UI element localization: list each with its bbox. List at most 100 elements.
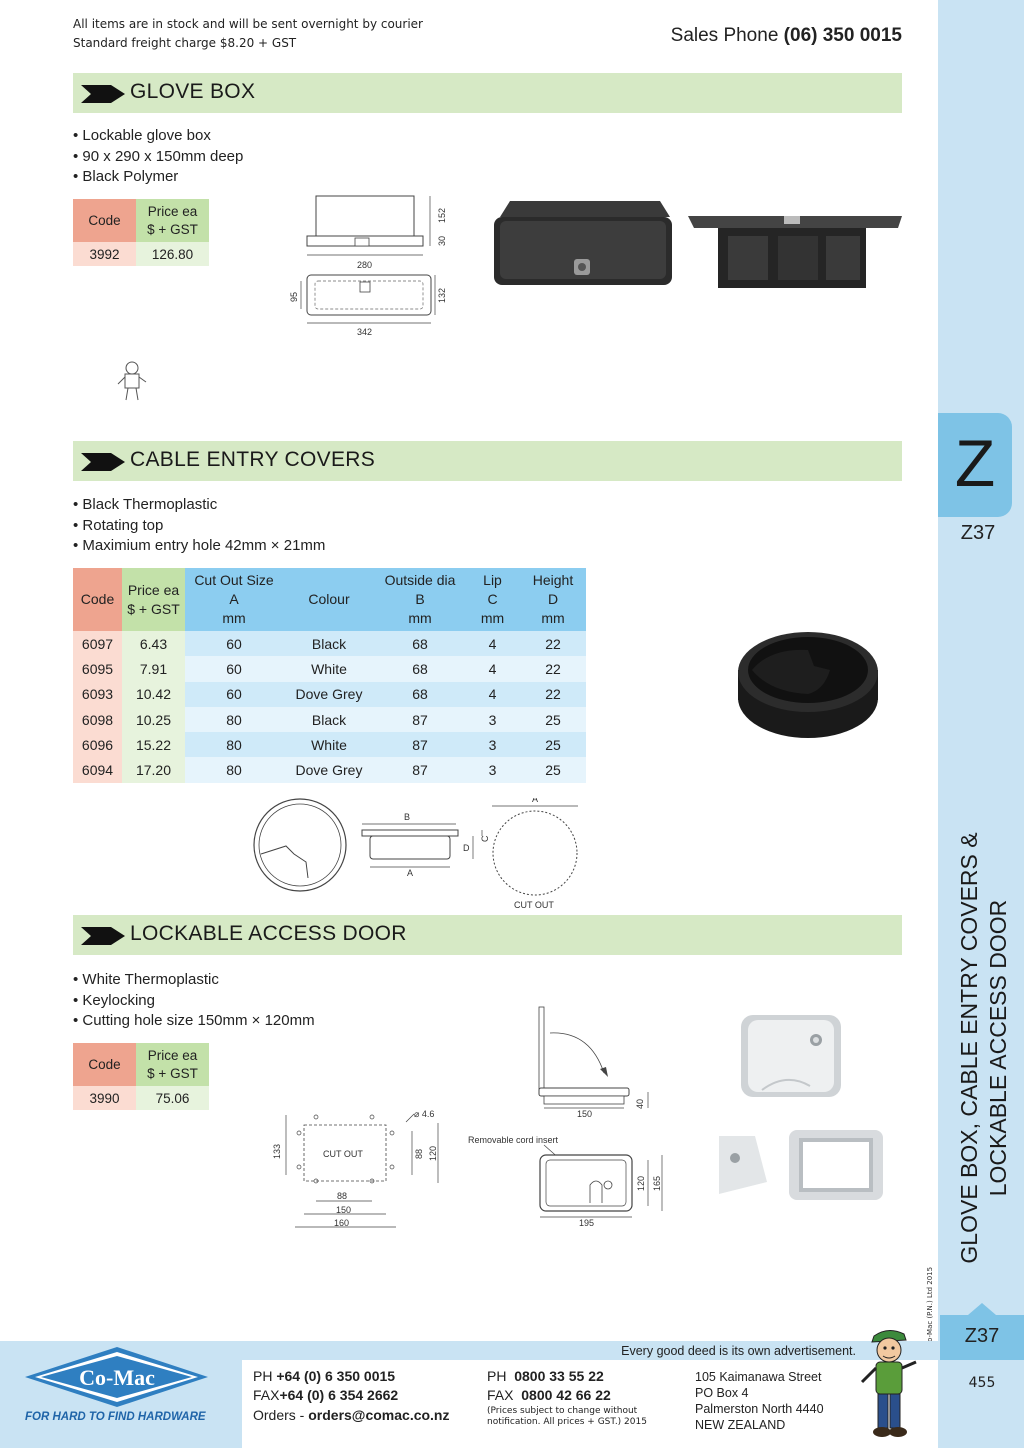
table-row: 6094 17.20 80 Dove Grey 87 3 25 <box>73 757 586 783</box>
fax2-label: FAX <box>487 1387 514 1403</box>
header-line: Height <box>532 572 574 588</box>
price-header: Price ea $ + GST <box>122 568 185 631</box>
price-header: Price ea $ + GST <box>136 199 209 242</box>
removable-insert-label: Removable cord insert <box>468 1135 559 1145</box>
lip: 3 <box>465 706 520 733</box>
cut-out-label: CUT OUT <box>323 1149 363 1159</box>
access-door-photo-closed <box>741 1015 841 1097</box>
fax-label: FAX <box>253 1387 280 1403</box>
lip: 4 <box>465 681 520 707</box>
outside-dia: 68 <box>375 681 465 707</box>
vertical-page-title: GLOVE BOX, CABLE ENTRY COVERS & LOCKABLE… <box>955 828 1013 1268</box>
ph2-label: PH <box>487 1368 507 1384</box>
sales-number[interactable]: (06) 350 0015 <box>783 25 902 46</box>
dim-195: 195 <box>579 1218 594 1228</box>
glove-box-banner: GLOVE BOX <box>73 73 902 113</box>
height: 22 <box>520 681 586 707</box>
dim-hole-dia: ⌀ 4.6 <box>414 1109 434 1119</box>
bottom-section-code: Z37 <box>964 1325 1000 1347</box>
dim-a: A <box>407 868 413 878</box>
ph2-number[interactable]: 0800 33 55 22 <box>514 1368 604 1384</box>
product-price: 6.43 <box>122 631 185 657</box>
header-line: mm <box>222 610 246 626</box>
address-line: Palmerston North 4440 <box>695 1402 824 1416</box>
dim-a2: A <box>532 798 538 804</box>
dim-133: 133 <box>272 1144 282 1159</box>
height: 25 <box>520 757 586 783</box>
ph-number[interactable]: +64 (0) 6 350 0015 <box>276 1368 396 1384</box>
ph-label: PH <box>253 1368 273 1384</box>
glove-box-drawing: 152 30 280 95 132 342 <box>289 195 447 337</box>
dim-150: 150 <box>577 1109 592 1119</box>
header-line: mm <box>480 610 505 626</box>
table-row: 6096 15.22 80 White 87 3 25 <box>73 732 586 758</box>
access-door-title: LOCKABLE ACCESS DOOR <box>130 922 407 945</box>
access-door-cutout-drawing: ⌀ 4.6 CUT OUT 133 88 120 88 150 160 <box>272 1109 439 1228</box>
header-line: Lip <box>483 572 502 588</box>
postal-address: 105 Kaimanawa Street PO Box 4 Palmerston… <box>695 1369 824 1433</box>
feature-item: • 90 x 290 x 150mm deep <box>73 147 244 165</box>
dim-40: 40 <box>635 1099 645 1109</box>
table-row: 6095 7.91 60 White 68 4 22 <box>73 656 586 682</box>
lip-header: Lip C mm <box>465 568 520 631</box>
price-header-line: $ + GST <box>147 221 198 237</box>
price-header-line: Price ea <box>147 1047 198 1063</box>
header-line: D <box>547 591 559 607</box>
header-line: $ + GST <box>127 600 180 617</box>
outside-dia-header: Outside dia B mm <box>375 568 465 631</box>
colour: Black <box>283 631 375 657</box>
feature-item: • White Thermoplastic <box>73 971 219 988</box>
price-header-line: $ + GST <box>147 1065 198 1081</box>
section-letter: Z <box>954 426 996 500</box>
cut-size: 60 <box>185 681 283 707</box>
dim-342: 342 <box>357 327 372 337</box>
product-code: 6097 <box>73 631 122 657</box>
price-header: Price ea $ + GST <box>136 1043 209 1086</box>
height: 22 <box>520 631 586 657</box>
address-line: 105 Kaimanawa Street <box>695 1370 822 1384</box>
table-row: 6097 6.43 60 Black 68 4 22 <box>73 631 586 657</box>
arrow-icon <box>81 85 125 103</box>
contact-orders: Orders - orders@comac.co.nz <box>253 1406 450 1425</box>
cable-covers-price-table: Code Price ea $ + GST Cut Out Size A mm … <box>73 568 586 783</box>
lip: 3 <box>465 757 520 783</box>
cable-covers-banner: CABLE ENTRY COVERS <box>73 441 902 481</box>
arrow-icon <box>81 927 125 945</box>
orders-label: Orders - <box>253 1407 305 1423</box>
cable-covers-title: CABLE ENTRY COVERS <box>130 448 376 471</box>
table-row: 3992 126.80 <box>73 242 209 266</box>
product-price: 126.80 <box>136 242 209 266</box>
fax-number: +64 (0) 6 354 2662 <box>279 1387 399 1403</box>
table-row: 6093 10.42 60 Dove Grey 68 4 22 <box>73 681 586 707</box>
glove-box-features: • Lockable glove box • 90 x 290 x 150mm … <box>73 126 243 188</box>
access-door-features: • White Thermoplastic • Keylocking • Cut… <box>73 970 315 1032</box>
dim-152: 152 <box>437 208 447 223</box>
header-line: mm <box>541 610 565 626</box>
section-tab <box>938 413 1012 517</box>
cut-size: 80 <box>185 757 283 783</box>
comac-logo: Co-Mac <box>25 1347 208 1407</box>
access-door-banner: LOCKABLE ACCESS DOOR <box>73 915 902 955</box>
colour: Black <box>283 706 375 733</box>
orders-email-link[interactable]: orders@comac.co.nz <box>308 1407 450 1423</box>
colour: Dove Grey <box>283 757 375 783</box>
motto: Every good deed is its own advertisement… <box>621 1344 856 1358</box>
product-price: 15.22 <box>122 732 185 758</box>
feature-item: • Black Polymer <box>73 168 179 185</box>
code-header: Code <box>73 1043 136 1086</box>
product-code: 6094 <box>73 757 122 783</box>
contact-phone: PH +64 (0) 6 350 0015 <box>253 1367 395 1386</box>
header-line: Cut Out Size <box>194 572 274 588</box>
header-line: C <box>487 591 498 607</box>
cut-size: 60 <box>185 656 283 682</box>
colour: White <box>283 656 375 682</box>
table-row: 6098 10.25 80 Black 87 3 25 <box>73 706 586 733</box>
freight-note: Standard freight charge $8.20 + GST <box>73 36 297 50</box>
page-number: 455 <box>968 1375 996 1391</box>
access-door-photo-open <box>719 1130 883 1200</box>
colour-header: Colour <box>283 568 375 631</box>
product-price: 10.42 <box>122 681 185 707</box>
height: 25 <box>520 732 586 758</box>
arrow-icon <box>81 453 125 471</box>
cable-cover-drawing: B A D C A CUT OUT <box>253 798 578 910</box>
